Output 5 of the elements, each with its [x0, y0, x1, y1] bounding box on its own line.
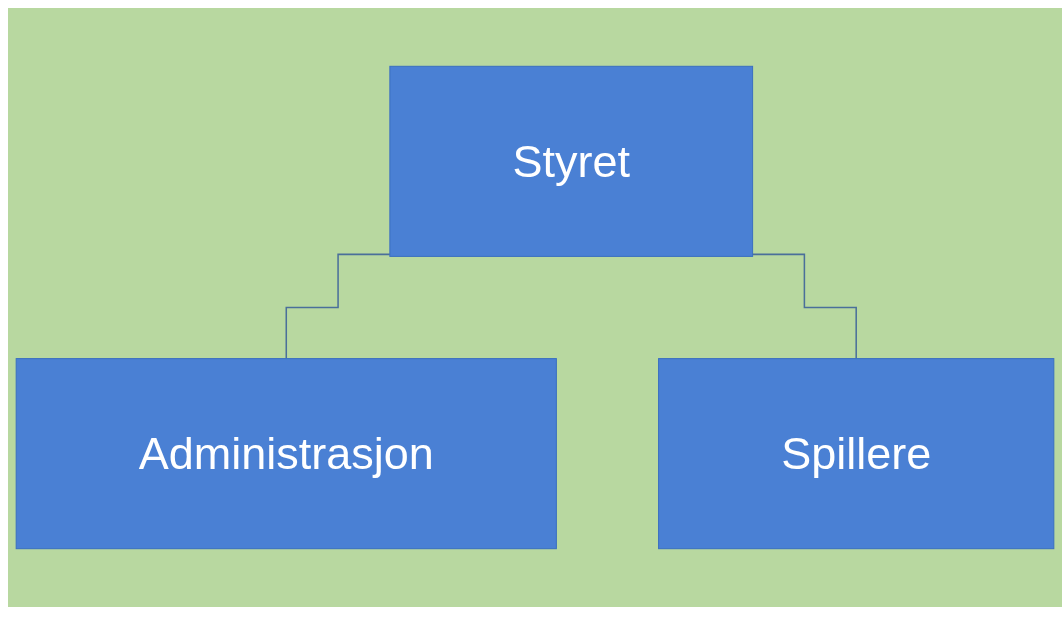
- node-box: Spillere: [658, 358, 1055, 550]
- connector: [751, 253, 857, 360]
- node-box: Administrasjon: [15, 358, 557, 550]
- connector: [285, 253, 391, 360]
- node-box: Styret: [389, 65, 754, 257]
